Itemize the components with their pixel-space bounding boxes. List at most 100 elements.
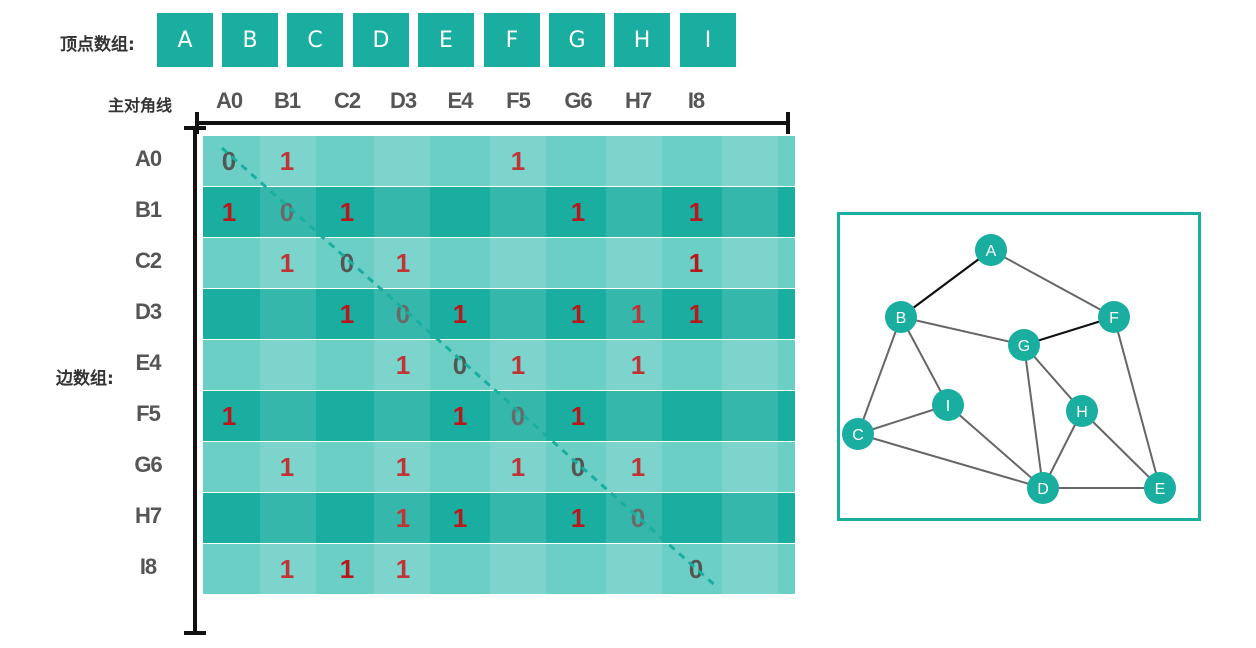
graph-node-h: H (1066, 395, 1098, 427)
matrix-cell: 1 (395, 247, 411, 278)
graph-node-i: I (932, 389, 964, 421)
matrix-cell: 1 (688, 298, 704, 329)
vertex-box-h: H (614, 13, 670, 67)
vertex-box-d: D (353, 13, 409, 67)
column-band (490, 136, 546, 596)
matrix-cell: 1 (279, 247, 295, 278)
vertex-box-g: G (549, 13, 605, 67)
graph-node-circle (932, 389, 964, 421)
matrix-cell: 1 (630, 298, 646, 329)
column-header-a0: A0 (215, 88, 243, 113)
graph-node-circle (842, 418, 874, 450)
column-header-i8: I8 (687, 88, 705, 113)
graph-node-label: E (1155, 481, 1166, 498)
graph-node-circle (1066, 395, 1098, 427)
graph-diagram: A B C D E F G H I (842, 234, 1176, 504)
matrix-cell: 1 (630, 349, 646, 380)
matrix-row (203, 391, 795, 441)
matrix-cell: 1 (221, 196, 237, 227)
graph-node-b: B (885, 301, 917, 333)
matrix-row (203, 442, 795, 492)
graph-node-c: C (842, 418, 874, 450)
row-header-i8: I8 (139, 554, 157, 579)
graph-node-label: C (852, 427, 864, 444)
matrix-row (203, 289, 795, 339)
left-axis-bar (193, 128, 197, 633)
column-header-b1: B1 (273, 88, 301, 113)
matrix-cell: 0 (688, 553, 704, 584)
matrix-cell: 1 (339, 196, 355, 227)
graph-edge-b-i (900, 316, 949, 406)
matrix-cell: 1 (395, 349, 411, 380)
graph-node-g: G (1008, 329, 1040, 361)
matrix-cell: 1 (395, 451, 411, 482)
graph-node-f: F (1098, 301, 1130, 333)
vertex-box-e: E (418, 13, 474, 67)
column-header-c2: C2 (333, 88, 361, 113)
column-header-d3: D3 (389, 88, 417, 113)
graph-edge-a-f (990, 249, 1115, 318)
matrix-cell: 1 (452, 298, 468, 329)
column-header-g6: G6 (564, 88, 592, 113)
vertex-array-label: 顶点数组: (60, 35, 135, 55)
matrix-cell: 1 (452, 502, 468, 533)
matrix-row (203, 544, 795, 594)
matrix-row (203, 136, 795, 186)
graph-node-label: F (1109, 310, 1119, 327)
graph-node-label: A (986, 243, 997, 260)
graph-frame: A B C D E F G H I (837, 212, 1201, 521)
matrix-row (203, 340, 795, 390)
graph-node-d: D (1027, 472, 1059, 504)
row-header-c2: C2 (134, 248, 162, 273)
matrix-cell: 1 (510, 349, 526, 380)
column-header-h7: H7 (624, 88, 652, 113)
matrix-cell: 1 (395, 502, 411, 533)
graph-edge-b-c (857, 316, 902, 435)
graph-node-e: E (1144, 472, 1176, 504)
matrix-cell: 1 (339, 553, 355, 584)
matrix-cell: 1 (279, 145, 295, 176)
graph-node-circle (1144, 472, 1176, 504)
row-header-d3: D3 (134, 299, 162, 324)
column-band (606, 136, 662, 596)
matrix-row (203, 493, 795, 543)
matrix-cell: 1 (452, 400, 468, 431)
graph-node-label: I (946, 398, 950, 415)
column-band (374, 136, 430, 596)
vertex-box-b: B (222, 13, 278, 67)
vertex-box-a: A (157, 13, 213, 67)
matrix-cell: 1 (570, 502, 586, 533)
graph-edge-h-e (1081, 410, 1161, 489)
matrix-cell: 1 (339, 298, 355, 329)
column-header-e4: E4 (447, 88, 474, 113)
main-diagonal-label: 主对角线 (108, 96, 173, 115)
graph-edge-g-d (1023, 344, 1044, 489)
matrix-row (203, 238, 795, 288)
matrix-cell: 1 (510, 451, 526, 482)
matrix-row (203, 187, 795, 237)
graph-node-circle (1008, 329, 1040, 361)
graph-node-circle (1027, 472, 1059, 504)
top-axis-cap-right (786, 112, 790, 134)
vertex-box-i: I (680, 13, 736, 67)
matrix-cell: 0 (630, 502, 646, 533)
graph-node-circle (975, 234, 1007, 266)
graph-edge-c-d (857, 433, 1044, 489)
left-axis-cap-bottom (184, 631, 206, 635)
graph-edge-i-d (947, 404, 1044, 489)
matrix-cell: 1 (510, 145, 526, 176)
graph-edge-a-b (900, 249, 992, 318)
graph-node-circle (1098, 301, 1130, 333)
matrix-cell: 1 (279, 451, 295, 482)
graph-node-circle (885, 301, 917, 333)
row-header-a0: A0 (134, 146, 162, 171)
row-header-b1: B1 (134, 197, 162, 222)
edge-array-label: 边数组: (56, 369, 114, 389)
matrix-cell: 1 (688, 247, 704, 278)
matrix-cell: 1 (279, 553, 295, 584)
graph-edge-f-e (1113, 316, 1161, 489)
vertex-box-c: C (287, 13, 343, 67)
vertex-box-f: F (484, 13, 540, 67)
top-axis-bar (196, 121, 790, 125)
matrix-cell: 1 (395, 553, 411, 584)
